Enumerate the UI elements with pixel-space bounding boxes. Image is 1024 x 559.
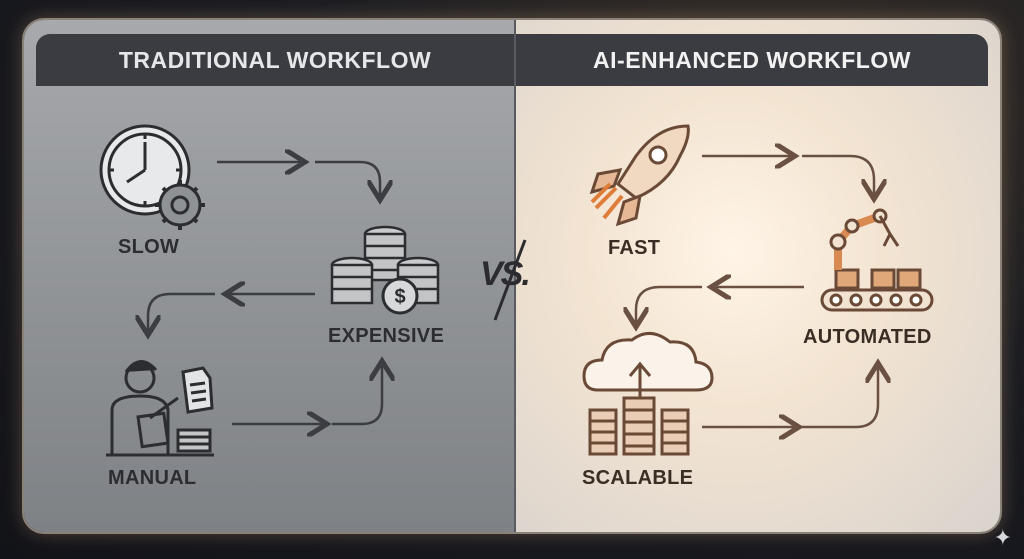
manual-label: MANUAL (108, 467, 197, 489)
traditional-header: TRADITIONAL WORKFLOW (36, 34, 514, 86)
sparkle-icon: ✦ (993, 525, 1012, 550)
expensive-label: EXPENSIVE (328, 325, 445, 347)
versus-label: VS. (480, 255, 531, 293)
automated-label: AUTOMATED (803, 326, 932, 348)
slow-label: SLOW (118, 236, 180, 258)
ai-enhanced-panel (516, 20, 1000, 532)
scalable-label: SCALABLE (582, 467, 694, 489)
ai-enhanced-header: AI-ENHANCED WORKFLOW (516, 34, 988, 86)
fast-label: FAST (608, 237, 661, 259)
traditional-panel (24, 20, 514, 532)
